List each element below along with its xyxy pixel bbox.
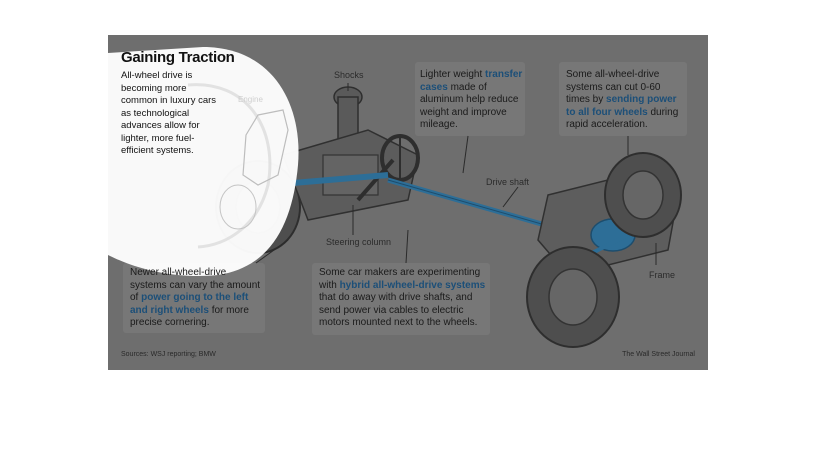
frame-label: Frame [649, 270, 676, 280]
sixty-callout-post: during rapid acceleration. [566, 106, 679, 131]
sixty-callout-pre: Some all-wheel-drive systems can cut 0-6… [566, 69, 661, 105]
steering-column-shaft [356, 158, 395, 202]
drive-shaft-label: Drive shaft [486, 177, 530, 187]
chassis-illustration [108, 47, 687, 348]
transfer-callout-pre: Lighter weight [420, 69, 483, 80]
sixty-callout-box [559, 62, 687, 136]
transfer-callout: Lighter weight transfer cases made of al… [420, 69, 524, 132]
leftright-callout-post: for more precise cornering. [130, 304, 249, 329]
sources-note: Sources: WSJ reporting; BMW [121, 351, 216, 358]
transfer-callout-highlight: transfer cases [420, 69, 523, 93]
hybrid-callout: Some car makers are experimenting with h… [319, 267, 489, 330]
transfer-callout-box [415, 62, 525, 136]
sixty-callout-highlight: sending power to all four wheels [566, 94, 677, 118]
page-title: Gaining Traction [121, 49, 235, 66]
steering-wheel [380, 134, 420, 182]
intro-text: All-wheel drive is becoming more common … [121, 70, 217, 156]
hybrid-callout-pre: Some car makers are experimenting with [319, 267, 481, 291]
hybrid-callout-highlight: hybrid all-wheel-drive systems [339, 279, 486, 291]
infographic-panel: Gaining Traction All-wheel drive is beco… [108, 35, 708, 370]
sixty-callout: Some all-wheel-drive systems can cut 0-6… [566, 69, 684, 132]
transfer-callout-post: made of aluminum help reduce weight and … [420, 81, 519, 131]
hybrid-callout-post: that do away with drive shafts, and send… [319, 292, 478, 328]
engine-outline [242, 109, 289, 186]
shocks-label: Shocks [334, 70, 364, 80]
credit-note: The Wall Street Journal [622, 351, 695, 358]
leftright-callout-box [123, 263, 265, 333]
steering-column-label: Steering column [326, 237, 392, 247]
front-axle-driveline [292, 172, 389, 186]
leftright-callout: Newer all-wheel-drive systems can vary t… [130, 267, 264, 330]
hybrid-callout-box [312, 263, 490, 335]
leftright-callout-pre: Newer all-wheel-drive systems can vary t… [130, 267, 261, 303]
leftright-callout-highlight: power going to the left and right wheels [130, 292, 249, 316]
engine-label: Engine [238, 95, 263, 104]
